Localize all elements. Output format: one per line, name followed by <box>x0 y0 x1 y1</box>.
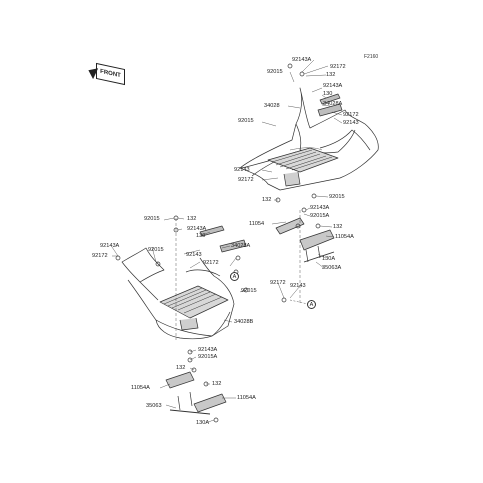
left-guard-outline <box>121 247 165 283</box>
right-guard-outline <box>239 87 379 191</box>
part-label: 92015 <box>241 288 257 294</box>
part-label: 34028A <box>231 243 251 249</box>
part-label: 130A <box>322 256 336 262</box>
part-label: 132 <box>262 197 272 203</box>
part-label: 132 <box>333 224 343 230</box>
right-bracket-upper <box>287 63 343 117</box>
right-bracket-lower <box>275 193 335 303</box>
part-label: 92015 <box>144 216 160 222</box>
part-label: 92172 <box>343 112 359 118</box>
part-label: 92015A <box>198 354 218 360</box>
part-label: 92143A <box>292 57 312 63</box>
left-bracket-lower <box>165 349 227 423</box>
part-label: 92143 <box>234 167 250 173</box>
part-label: 92143A <box>323 83 343 89</box>
part-label: 92143 <box>290 283 306 289</box>
part-label: 92143A <box>187 226 207 232</box>
part-label: 92172 <box>330 64 346 70</box>
leader-lines <box>111 59 343 423</box>
part-label: 35063 <box>146 403 162 409</box>
part-label: 130 <box>323 91 333 97</box>
part-label: 11054A <box>237 395 256 401</box>
part-label: 92015 <box>267 69 283 75</box>
left-guard-assembly <box>121 247 235 340</box>
part-label: 34028A <box>323 101 343 107</box>
part-label: 92143A <box>310 205 330 211</box>
figure-id: F2160 <box>364 54 379 60</box>
part-label: 11054A <box>131 385 150 391</box>
part-label: 132 <box>176 365 186 371</box>
part-label: 92172 <box>92 253 108 259</box>
part-label: 132 <box>326 72 336 78</box>
part-label: 92015 <box>238 118 254 124</box>
part-label: 130A <box>196 420 210 426</box>
left-footboard <box>159 285 229 319</box>
right-guard-assembly <box>239 87 379 191</box>
callout-a-right: A <box>307 300 316 309</box>
part-label: 92015 <box>148 247 164 253</box>
part-label: 92143A <box>100 243 120 249</box>
part-label: 130 <box>196 233 206 239</box>
part-label: 92143A <box>198 347 218 353</box>
part-label: 11054A <box>335 234 354 240</box>
part-label: 92172 <box>270 280 286 286</box>
part-label: 92143 <box>343 120 359 126</box>
part-label: 92172 <box>203 260 219 266</box>
part-label: 11054 <box>249 221 265 227</box>
part-label: 132 <box>212 381 222 387</box>
part-label: 34028 <box>264 103 280 109</box>
part-label: 92015 <box>329 194 345 200</box>
part-label: 92015A <box>310 213 330 219</box>
part-label: 132 <box>187 216 197 222</box>
part-label: 34028B <box>234 319 254 325</box>
callout-a-left: A <box>230 272 239 281</box>
part-label: 35063A <box>322 265 342 271</box>
part-label: 92143 <box>186 252 202 258</box>
part-label: 92172 <box>238 177 254 183</box>
